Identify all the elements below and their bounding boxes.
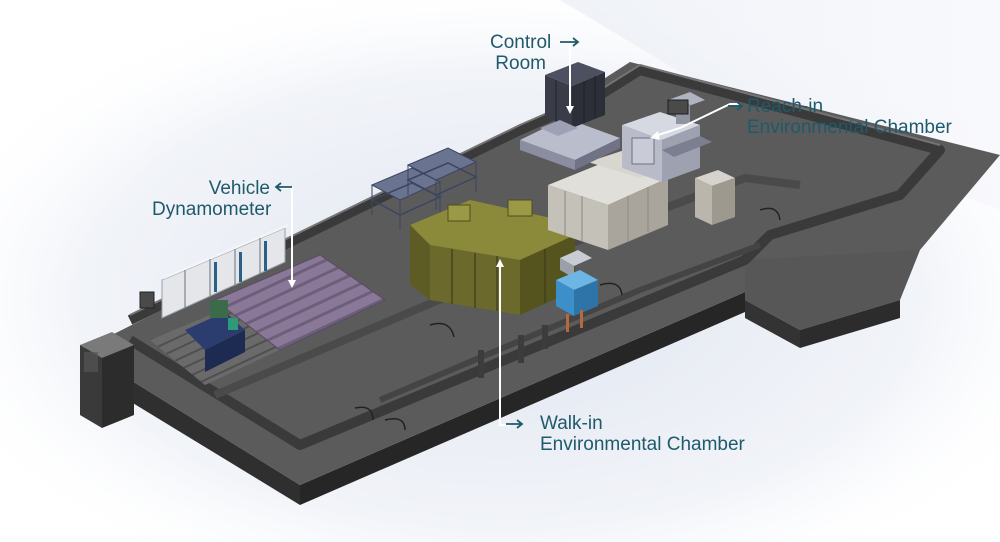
small-unit-side: [560, 258, 574, 278]
door-arc: [599, 282, 623, 296]
door-arc: [384, 418, 406, 431]
right-wing-top: [745, 250, 920, 330]
blue-unit: [556, 270, 598, 332]
bollard: [518, 335, 524, 363]
cabinet-stripe: [264, 241, 267, 271]
cabinet-stripe: [239, 252, 242, 282]
wall-box: [139, 291, 155, 309]
walk-in-leader-arrow: [496, 259, 504, 267]
dyno-machine-side: [205, 330, 245, 372]
dyno-cabinet-row-top: [162, 222, 292, 280]
cabinet-grille: [84, 352, 98, 372]
building-front-face: [82, 350, 300, 505]
control-room-label-arrow: [560, 37, 580, 47]
vehicle-dyno-label-line1: Vehicle: [208, 178, 270, 199]
dyno-motor: [210, 300, 228, 318]
reach-in-leader: [654, 103, 740, 137]
right-wing-front: [745, 300, 800, 348]
reach-in-chamber-label: Reach-in Environmental Chamber: [747, 96, 952, 138]
walk-in-chamber: [410, 199, 575, 315]
control-room: [520, 62, 620, 170]
callout-label-arrows: [274, 37, 744, 429]
control-room-label: Control Room: [490, 32, 551, 74]
dyno-plate: [214, 254, 386, 351]
inner-ledge-2: [378, 242, 762, 403]
vehicle-dyno-label-arrow: [274, 182, 292, 192]
cabinet-stripe: [214, 262, 217, 292]
tall-cabinet: [695, 170, 735, 186]
walk-in-leader: [499, 265, 510, 426]
building-front-face-right: [300, 292, 745, 505]
storage-racks: [370, 147, 478, 230]
control-room-label-line2: Room: [495, 53, 546, 74]
dyno-motor-accent: [228, 318, 238, 330]
bollard: [542, 325, 548, 349]
reach-in-leader-arrow: [650, 131, 660, 140]
walk-in-label-line2: Environmental Chamber: [540, 434, 745, 455]
vehicle-dyno-leader-arrow: [288, 280, 296, 288]
door-arc: [354, 406, 374, 421]
exterior-cabinet-side: [102, 345, 134, 428]
reach-in-label-line2: Environmental Chamber: [747, 117, 952, 138]
right-wing-side: [800, 300, 900, 348]
bollard: [478, 350, 484, 378]
reach-in-label-line1: Reach-in: [747, 96, 824, 117]
exterior-cabinet-top: [80, 332, 134, 358]
door-arc: [429, 322, 455, 338]
control-room-leader-arrow: [566, 106, 574, 114]
control-room-label-line1: Control: [490, 32, 552, 53]
walk-in-label-arrow: [506, 419, 524, 429]
tall-cabinet-side: [712, 178, 735, 225]
vehicle-dynamometer-label: Vehicle Dynamometer: [152, 178, 272, 220]
vehicle-dyno-leader: [275, 187, 293, 282]
small-unit: [560, 250, 592, 266]
vehicle-dyno-label-line2: Dynamometer: [152, 199, 272, 220]
reach-in-label-arrow: [728, 101, 744, 111]
tall-cabinet-front: [695, 178, 712, 225]
walk-in-chamber-label: Walk-in Environmental Chamber: [540, 413, 745, 455]
walk-in-label-line1: Walk-in: [540, 413, 603, 434]
reach-in-chamber: [622, 92, 712, 182]
door-arc: [759, 207, 781, 221]
wall-vent: [667, 99, 689, 115]
